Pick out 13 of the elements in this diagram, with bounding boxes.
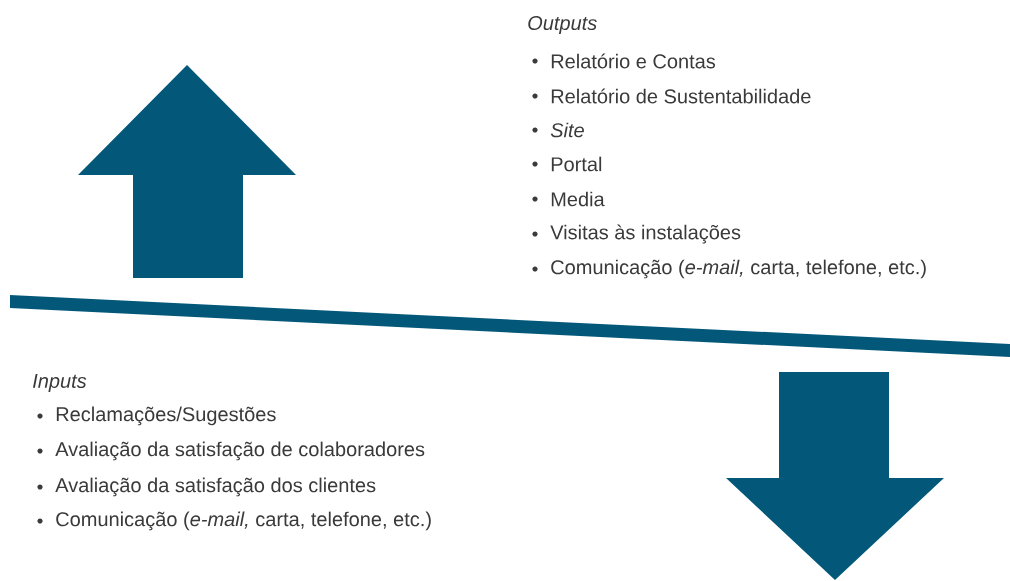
list-item: Comunicação (e-mail, carta, telefone, etc.) [551, 259, 926, 279]
list-item: Media [551, 191, 605, 207]
section-heading: Inputs [33, 374, 87, 392]
list-item: Avaliação da satisfação de colaboradores [55, 441, 425, 461]
list-item: Site [550, 122, 584, 138]
section-heading: Outputs [528, 15, 597, 35]
list-item: Portal [551, 156, 602, 172]
list-item: Visitas às instalações [550, 224, 741, 244]
list-item: Reclamações/Sugestões [56, 406, 276, 426]
list-item: Avaliação da satisfação dos clientes [55, 477, 376, 497]
list-item: Relatório de Sustentabilidade [551, 88, 811, 104]
list-item: Relatório e Contas [551, 53, 716, 69]
list-item: Comunicação (e-mail, carta, telefone, etc.) [56, 511, 431, 531]
